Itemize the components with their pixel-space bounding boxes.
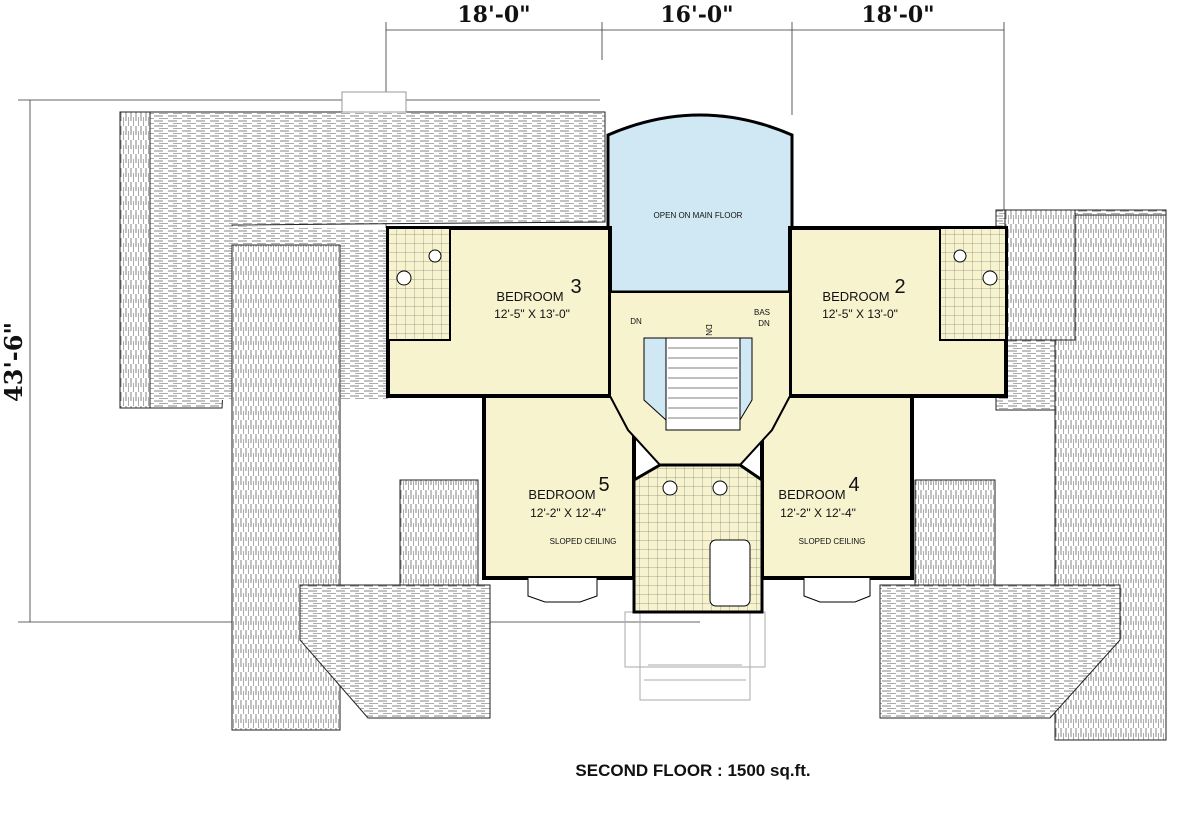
- bedroom4-number: 4: [848, 474, 859, 496]
- bathtub: [709, 539, 751, 607]
- dim-top-right: 18'-0": [861, 2, 934, 28]
- sink-right: [712, 480, 728, 496]
- front-porch: [624, 611, 766, 701]
- bedroom3-number: 3: [570, 276, 581, 298]
- roof-areas: [119, 111, 1167, 741]
- bedroom2-size: 12'-5" X 13'-0": [822, 307, 898, 321]
- bath-right: [939, 227, 1007, 341]
- stair-well-right: [739, 337, 753, 422]
- roof-left-slope: [119, 111, 151, 409]
- stair-dn-right-label: DN: [758, 319, 770, 328]
- roof-right-mid: [1004, 209, 1076, 341]
- stair-dn-left-label: DN: [630, 317, 642, 326]
- bedroom4-label: BEDROOM: [778, 487, 845, 502]
- bay-window-left: [527, 578, 598, 603]
- dim-left-height: 43'-6": [0, 322, 28, 402]
- dim-top-left: 18'-0": [457, 2, 530, 28]
- bath-left: [387, 227, 451, 341]
- stair-well-left: [643, 337, 667, 422]
- sloped-ceiling-left-label: SLOPED CEILING: [550, 537, 617, 546]
- bedroom5-size: 12'-2" X 12'-4": [530, 506, 606, 520]
- room-bedroom5: [482, 394, 636, 580]
- stair-dn-center-label: DN: [704, 324, 713, 336]
- bedroom4-size: 12'-2" X 12'-4": [780, 506, 856, 520]
- stair-bas-label: BAS: [754, 308, 770, 317]
- open-area: [606, 113, 794, 294]
- bedroom5-label: BEDROOM: [528, 487, 595, 502]
- roof-left-side: [399, 479, 479, 586]
- skylight: [341, 91, 407, 113]
- floor-caption: SECOND FLOOR : 1500 sq.ft.: [575, 761, 810, 780]
- roof-right-front: [879, 584, 1121, 719]
- bedroom3-label: BEDROOM: [496, 289, 563, 304]
- open-area-label: OPEN ON MAIN FLOOR: [654, 211, 743, 220]
- bedroom3-size: 12'-5" X 13'-0": [494, 307, 570, 321]
- floor-layout: [386, 113, 1008, 614]
- sloped-ceiling-right-label: SLOPED CEILING: [799, 537, 866, 546]
- roof-right-side: [914, 479, 996, 586]
- bedroom2-number: 2: [894, 276, 905, 298]
- dimension-lines: [18, 22, 1005, 623]
- staircase: [665, 337, 741, 431]
- bedroom2-label: BEDROOM: [822, 289, 889, 304]
- bay-window-right: [803, 578, 871, 603]
- bedroom5-number: 5: [598, 474, 609, 496]
- room-bedroom4: [760, 394, 914, 580]
- dim-top-center: 16'-0": [660, 2, 733, 28]
- sink-left: [662, 480, 678, 496]
